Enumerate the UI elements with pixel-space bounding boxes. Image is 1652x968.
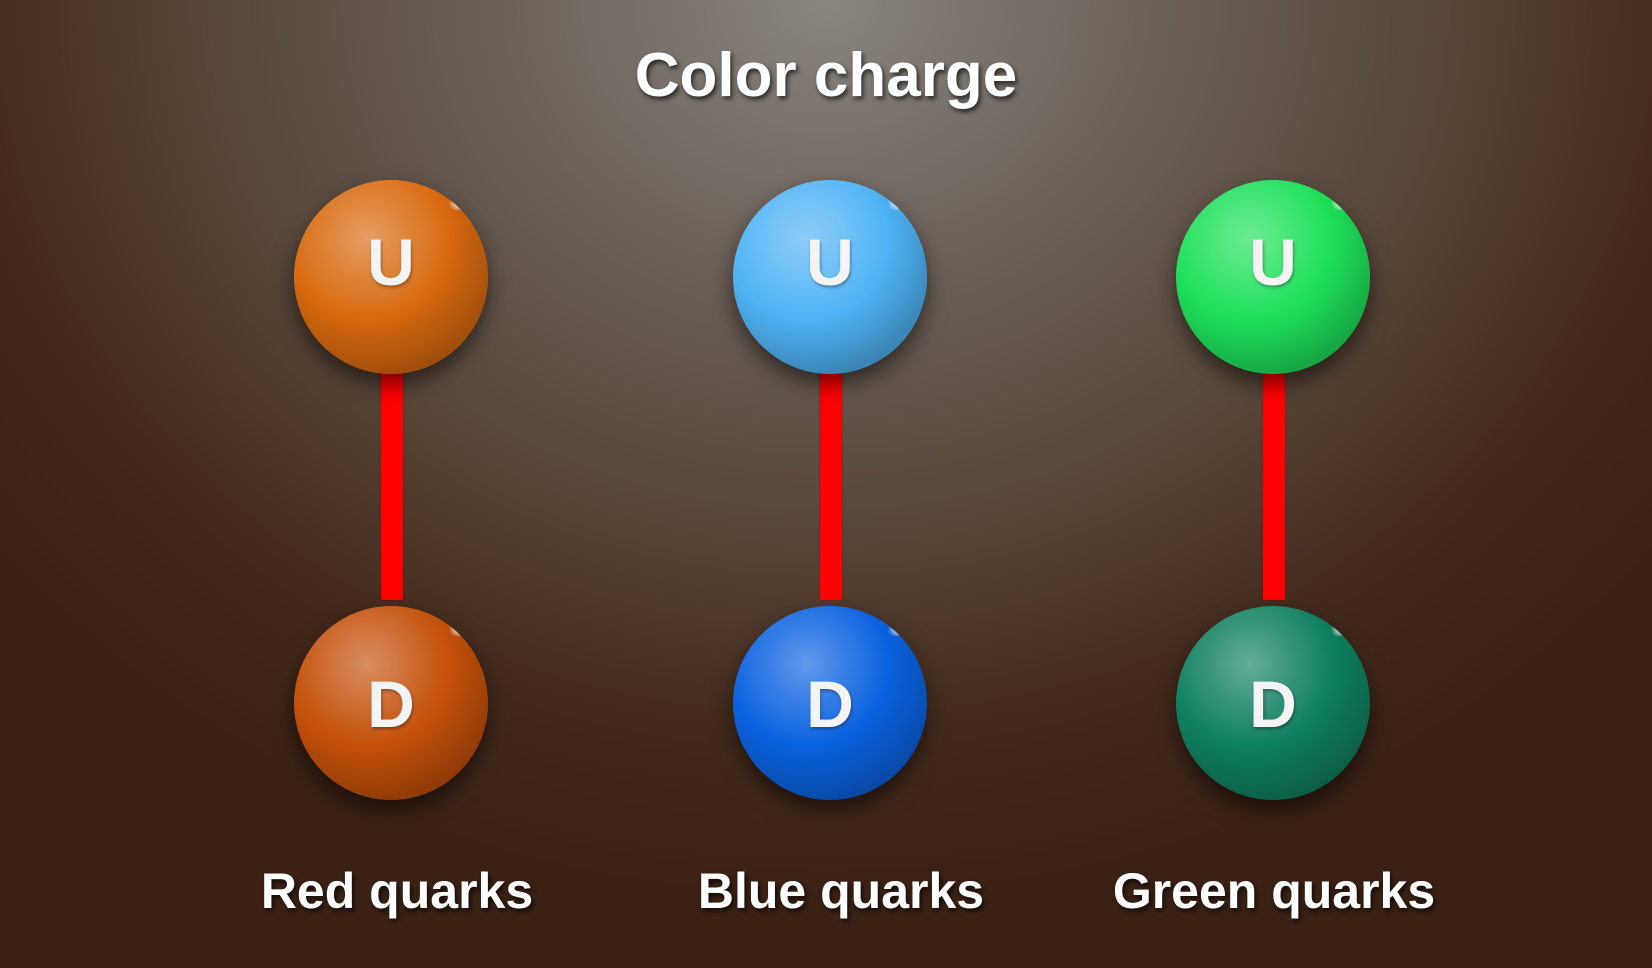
down-quark-letter: D — [1249, 667, 1297, 741]
down-quark-letter: D — [806, 667, 854, 741]
up-quark-red: U — [294, 180, 488, 374]
blue-quarks-label: Blue quarks — [697, 863, 985, 919]
down-quark-red: D — [294, 606, 488, 800]
green-quarks-label: Green quarks — [1112, 863, 1436, 919]
green-quark-pair: U D — [1174, 180, 1374, 800]
gluon-bond — [1263, 360, 1285, 600]
down-quark-letter: D — [367, 667, 415, 741]
up-quark-green: U — [1176, 180, 1370, 374]
red-quark-pair: U D — [292, 180, 492, 800]
up-quark-blue: U — [733, 180, 927, 374]
down-quark-green: D — [1176, 606, 1370, 800]
down-quark-blue: D — [733, 606, 927, 800]
gluon-bond — [820, 360, 842, 600]
up-quark-letter: U — [1249, 225, 1297, 299]
slide-title: Color charge — [634, 41, 1018, 110]
blue-quark-pair: U D — [731, 180, 931, 800]
red-quarks-label: Red quarks — [260, 863, 534, 919]
up-quark-letter: U — [367, 225, 415, 299]
up-quark-letter: U — [806, 225, 854, 299]
gluon-bond — [381, 360, 403, 600]
